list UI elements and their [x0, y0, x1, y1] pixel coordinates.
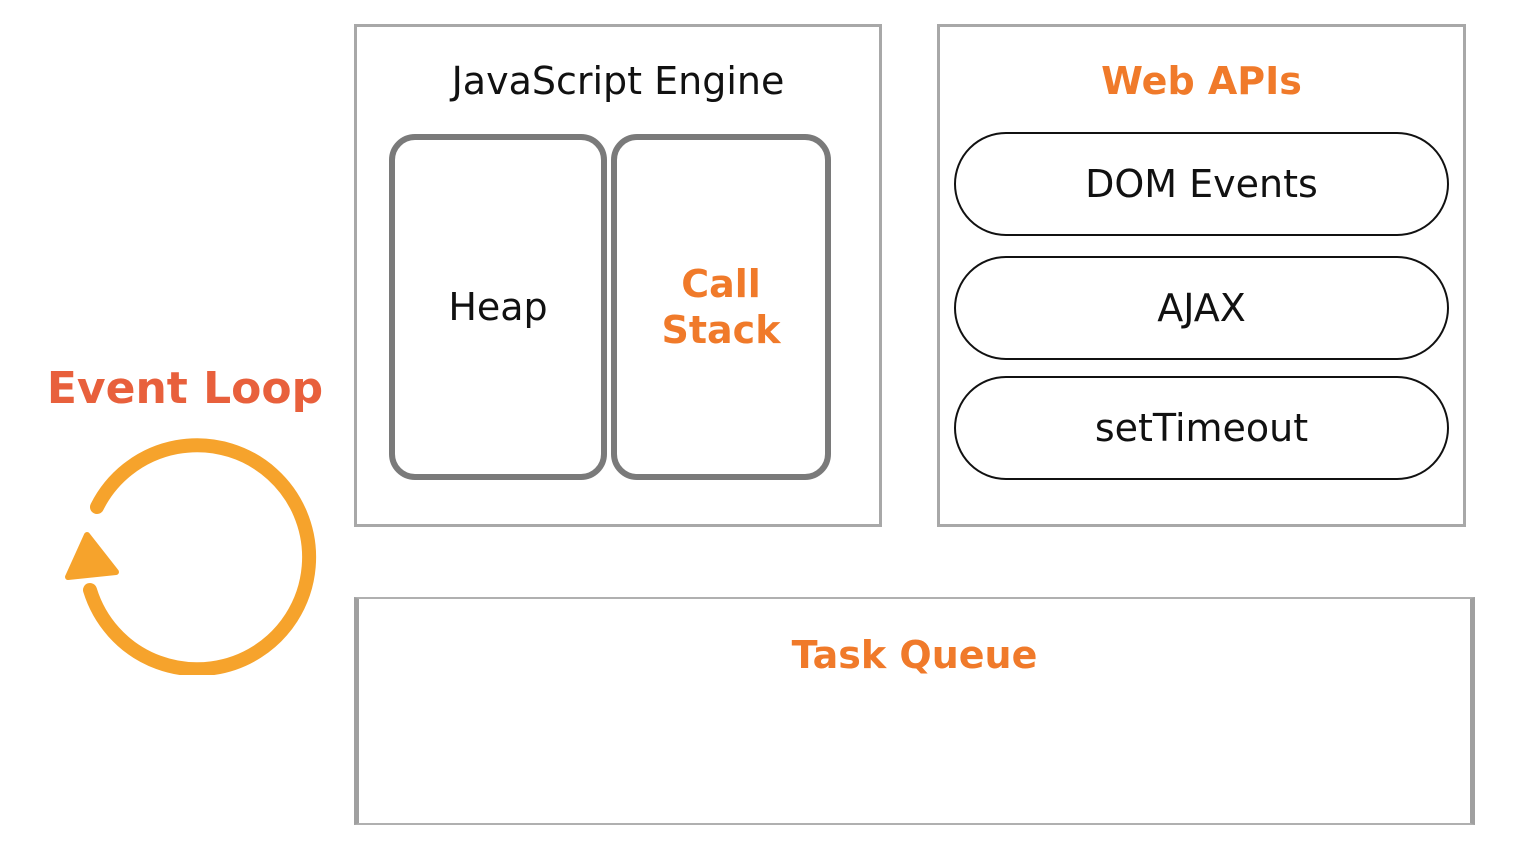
circular-arrow-icon — [65, 438, 317, 675]
call-stack-label-line1: Call — [681, 262, 761, 306]
loop-arc — [83, 438, 317, 675]
heap-box: Heap — [389, 134, 607, 480]
call-stack-box: Call Stack — [611, 134, 831, 480]
web-api-dom-events: DOM Events — [954, 132, 1449, 236]
loop-arrowhead — [65, 532, 119, 580]
task-queue-box: Task Queue — [354, 597, 1475, 825]
event-loop-label: Event Loop — [46, 363, 324, 414]
heap-label: Heap — [448, 285, 548, 329]
call-stack-label: Call Stack — [662, 261, 781, 353]
web-api-settimeout: setTimeout — [954, 376, 1449, 480]
javascript-engine-title: JavaScript Engine — [451, 59, 785, 103]
web-api-ajax: AJAX — [954, 256, 1449, 360]
call-stack-label-line2: Stack — [661, 308, 781, 352]
task-queue-title: Task Queue — [791, 633, 1038, 677]
web-apis-title: Web APIs — [1101, 59, 1302, 103]
